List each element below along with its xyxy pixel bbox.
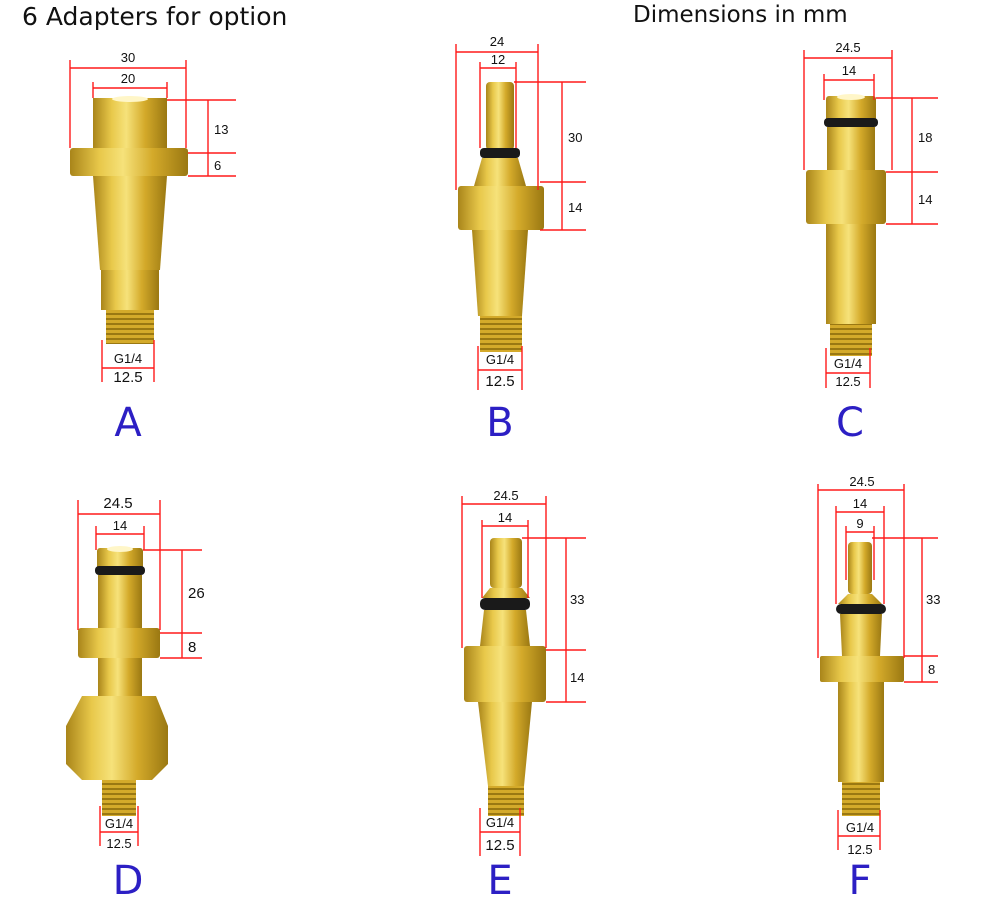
units-note: Dimensions in mm <box>633 2 848 28</box>
adapter-f-third-width: 9 <box>856 516 863 531</box>
adapter-a-letter: A <box>114 400 142 446</box>
adapter-c-thread-width: 12.5 <box>835 374 860 389</box>
adapter-f-thread-width: 12.5 <box>847 842 872 857</box>
adapter-c-drawing: 24.5 14 18 14 G1/4 12.5 <box>803 40 938 389</box>
adapter-c: 24.5 14 18 14 G1/4 12.5 C <box>700 30 1000 470</box>
adapter-d-thread-width: 12.5 <box>106 836 131 851</box>
adapter-e: 24.5 14 33 14 G1/4 12.5 E <box>350 470 650 910</box>
adapter-f-thread: G1/4 <box>846 820 874 835</box>
adapter-c-letter: C <box>836 400 864 446</box>
adapter-a: 30 20 13 6 G1/4 12.5 A <box>0 30 300 470</box>
adapter-e-height-2: 14 <box>570 670 584 685</box>
adapter-b-outer-width: 24 <box>490 34 504 49</box>
adapter-f-drawing: 24.5 14 9 33 8 G1/4 12.5 <box>817 474 940 857</box>
adapter-a-inner-width: 20 <box>121 71 135 86</box>
adapter-d-thread: G1/4 <box>105 816 133 831</box>
adapter-a-thread-width: 12.5 <box>113 369 142 386</box>
adapter-f-outer-width: 24.5 <box>849 474 874 489</box>
adapter-b-thread: G1/4 <box>486 352 514 367</box>
adapter-a-outer-width: 30 <box>121 50 135 65</box>
adapter-f-height-2: 8 <box>928 662 935 677</box>
adapter-a-drawing: 30 20 13 6 G1/4 12.5 <box>69 50 236 386</box>
adapter-d: 24.5 14 26 8 G1/4 12.5 D <box>0 470 300 910</box>
adapter-f: 24.5 14 9 33 8 G1/4 12.5 F <box>700 470 1000 910</box>
adapter-f-letter: F <box>848 858 872 904</box>
adapter-d-drawing: 24.5 14 26 8 G1/4 12.5 <box>66 495 205 851</box>
adapter-d-letter: D <box>112 858 144 904</box>
adapter-a-height-1: 13 <box>214 122 228 137</box>
adapter-c-outer-width: 24.5 <box>835 40 860 55</box>
adapter-c-height-2: 14 <box>918 192 932 207</box>
page-title: 6 Adapters for option <box>22 2 288 31</box>
adapter-b-inner-width: 12 <box>491 52 505 67</box>
adapter-d-outer-width: 24.5 <box>103 495 132 512</box>
adapter-e-inner-width: 14 <box>498 510 512 525</box>
adapter-d-height-1: 26 <box>188 585 205 602</box>
adapter-f-height-1: 33 <box>926 592 940 607</box>
adapter-c-inner-width: 14 <box>842 63 856 78</box>
adapter-e-drawing: 24.5 14 33 14 G1/4 12.5 <box>461 488 586 856</box>
adapter-b-height-1: 30 <box>568 130 582 145</box>
adapter-b-letter: B <box>486 400 514 446</box>
adapter-e-thread-width: 12.5 <box>485 837 514 854</box>
adapter-c-height-1: 18 <box>918 130 932 145</box>
adapter-a-height-2: 6 <box>214 158 221 173</box>
adapter-b-thread-width: 12.5 <box>485 373 514 390</box>
adapter-d-inner-width: 14 <box>113 518 127 533</box>
adapter-c-thread: G1/4 <box>834 356 862 371</box>
adapter-a-thread: G1/4 <box>114 351 142 366</box>
adapter-e-thread: G1/4 <box>486 815 514 830</box>
adapter-f-inner-width: 14 <box>853 496 867 511</box>
adapter-e-height-1: 33 <box>570 592 584 607</box>
adapter-e-letter: E <box>487 858 513 904</box>
adapter-e-outer-width: 24.5 <box>493 488 518 503</box>
adapter-b-height-2: 14 <box>568 200 582 215</box>
adapter-b: 24 12 30 14 G1/4 12.5 B <box>350 30 650 470</box>
adapter-b-drawing: 24 12 30 14 G1/4 12.5 <box>455 34 586 390</box>
adapter-d-height-2: 8 <box>188 639 196 656</box>
